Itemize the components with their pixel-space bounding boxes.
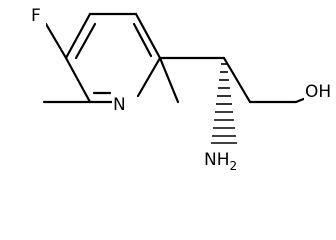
bond-c2-c3 — [64, 12, 92, 60]
bond-c2-f — [44, 22, 68, 60]
bond-c4-c5 — [134, 12, 162, 60]
amine-label-main: NH — [204, 150, 230, 170]
bond-c1-c2 — [64, 56, 92, 104]
atom-labels: F N OH NH2 — [30, 4, 336, 174]
molecule-structure: F N OH NH2 — [30, 4, 336, 174]
nitrogen-label: N — [113, 95, 126, 115]
hashed-wedge — [211, 63, 237, 144]
hydroxyl-label: OH — [305, 82, 331, 102]
amine-label: NH2 — [204, 150, 237, 173]
amine-label-subscript: 2 — [230, 159, 238, 173]
bond-ring-to-chiral — [158, 56, 180, 104]
bond-c2-c3-double — [74, 22, 97, 60]
pyridine-ring — [64, 12, 162, 104]
bond-c5-n — [136, 56, 162, 98]
bond-c4-c5-double — [132, 22, 153, 58]
bond-chiral-ch2 — [222, 56, 252, 104]
substituents — [42, 22, 308, 104]
fluorine-label: F — [31, 6, 41, 26]
